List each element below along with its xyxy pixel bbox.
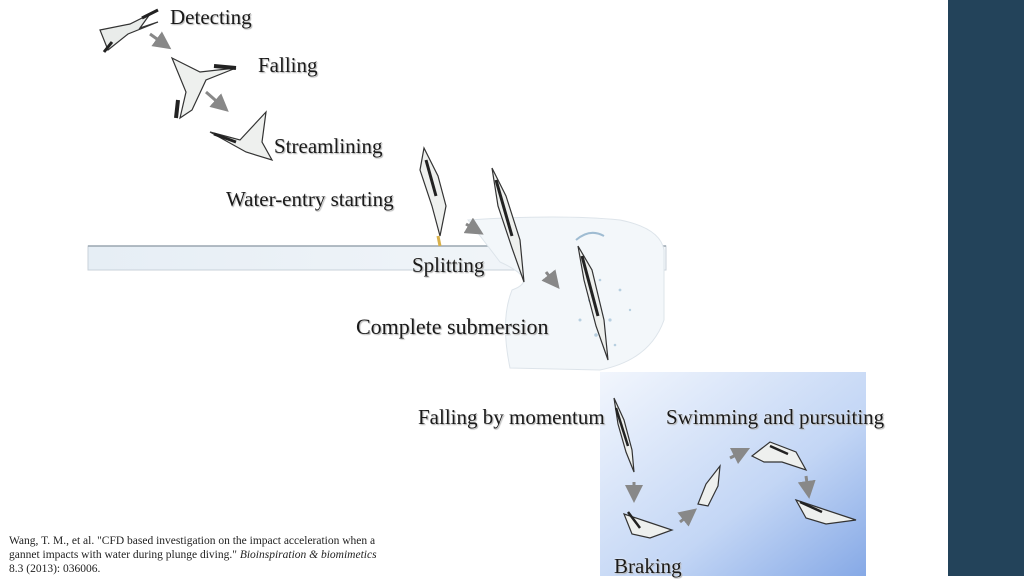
- splash-region: [467, 216, 665, 371]
- gannet-swimming-3: [794, 498, 857, 525]
- label-splitting: Splitting: [412, 253, 485, 277]
- right-sidebar-bar: [948, 0, 1024, 576]
- label-falling: Falling: [258, 53, 318, 77]
- gannet-falling-by-momentum: [613, 397, 635, 473]
- citation: Wang, T. M., et al. "CFD based investiga…: [9, 534, 389, 576]
- citation-tail: 8.3 (2013): 036006.: [9, 563, 101, 575]
- label-water-entry-starting: Water-entry starting: [226, 187, 394, 211]
- gannet-complete-submersion: [577, 245, 609, 361]
- gannet-braking: [622, 511, 674, 539]
- label-streamlining: Streamlining: [274, 134, 383, 158]
- label-complete-submersion: Complete submersion: [356, 314, 549, 339]
- gannet-swimming-1: [697, 463, 721, 507]
- citation-lead: Wang, T. M., et al. "CFD based investiga…: [9, 535, 376, 561]
- gannet-splitting: [491, 167, 525, 283]
- gannet-water-entry: [419, 146, 447, 247]
- gannet-falling: [170, 56, 237, 120]
- label-falling-by-momentum: Falling by momentum: [418, 405, 605, 429]
- citation-journal: Bioinspiration & biomimetics: [239, 549, 377, 561]
- diagram-graphics: [87, 8, 866, 576]
- underwater-panel: [600, 372, 866, 576]
- gannet-detecting: [99, 8, 159, 53]
- label-braking: Braking: [614, 554, 682, 578]
- gannet-diving-diagram: Detecting Falling Streamlining Water-ent…: [9, 5, 885, 578]
- gannet-streamlining: [209, 110, 274, 162]
- gannet-swimming-2: [750, 441, 808, 472]
- sequence-arrows: [149, 31, 816, 527]
- label-swimming-and-pursuiting: Swimming and pursuiting: [666, 405, 885, 429]
- label-detecting: Detecting: [170, 5, 252, 29]
